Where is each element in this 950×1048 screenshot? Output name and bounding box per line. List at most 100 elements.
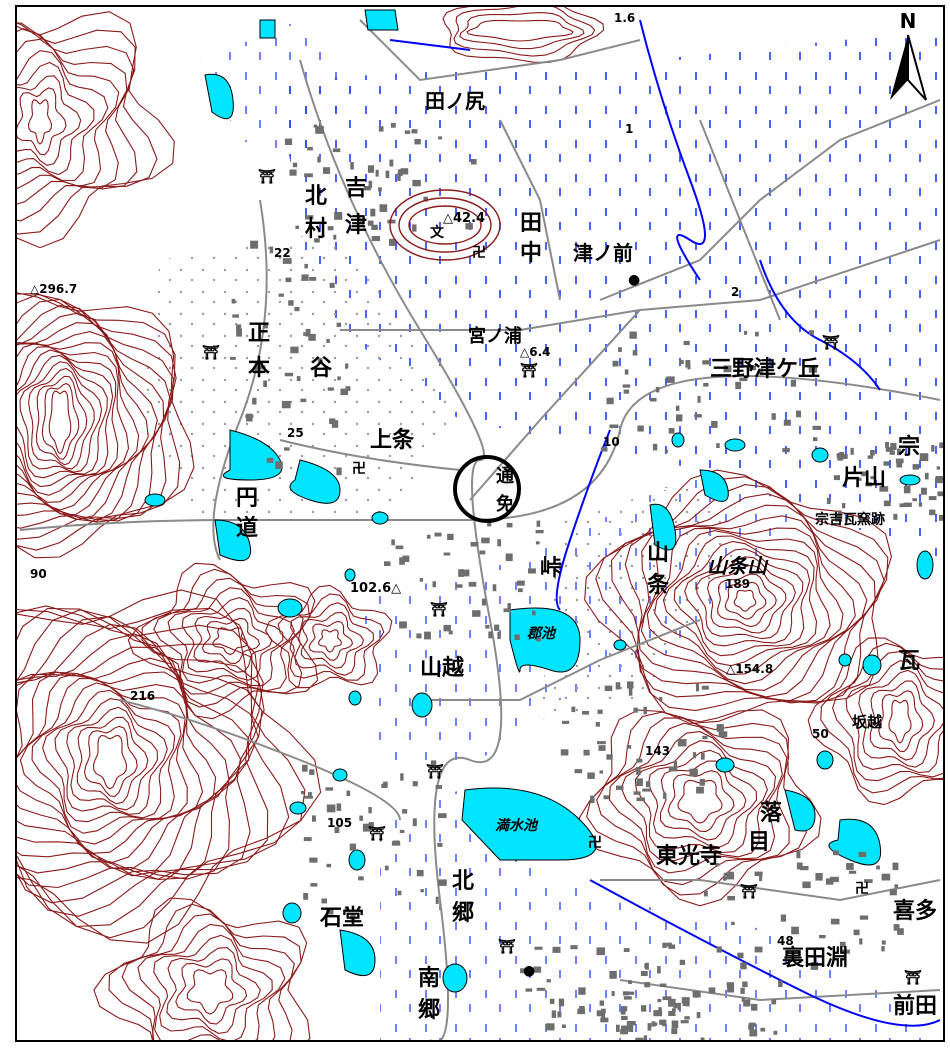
building — [621, 1015, 628, 1020]
label-munekata-kiln: 宗吉瓦窯跡 — [815, 511, 885, 528]
building — [331, 420, 339, 428]
contour-line — [19, 677, 188, 845]
contour-line — [820, 642, 944, 794]
temple-icon: 卍 — [352, 461, 366, 477]
building — [662, 942, 667, 948]
building — [702, 360, 710, 365]
label-katayama: 片山 — [842, 466, 886, 491]
building — [642, 788, 651, 792]
elev-6-4: △6.4 — [520, 345, 551, 359]
building — [597, 709, 603, 714]
building — [358, 876, 364, 881]
building — [402, 809, 408, 814]
building — [391, 539, 395, 546]
contour-line — [673, 540, 811, 657]
contour-line — [16, 331, 149, 516]
building — [609, 424, 619, 429]
contour-line — [608, 722, 783, 874]
building — [321, 898, 327, 904]
building — [326, 909, 334, 915]
building — [345, 386, 351, 391]
building — [326, 863, 332, 868]
building — [929, 509, 936, 516]
building — [317, 156, 321, 163]
building — [636, 767, 641, 775]
building — [643, 706, 647, 715]
label-tsunomae: 津ノ前 — [573, 241, 633, 265]
contour-line — [16, 322, 158, 521]
building — [903, 486, 911, 494]
contour-line — [16, 657, 230, 871]
building — [865, 482, 872, 487]
building — [412, 781, 418, 787]
building — [819, 935, 826, 939]
building — [627, 681, 634, 689]
building — [400, 168, 409, 175]
building — [754, 946, 763, 953]
building — [741, 997, 745, 1002]
building — [681, 997, 690, 1004]
contour-line — [290, 602, 374, 676]
label-ishido: 石堂 — [319, 906, 364, 931]
elev-1-6: 1.6 — [614, 11, 635, 25]
contour-line — [684, 548, 804, 647]
temple-icon: 卍 — [472, 245, 486, 261]
building — [748, 365, 757, 371]
label-kitaoota: 喜多 — [893, 898, 937, 924]
building — [702, 735, 708, 740]
contour-line — [300, 611, 365, 669]
building — [333, 234, 337, 240]
building — [390, 122, 396, 128]
elev-10: 10 — [603, 435, 620, 449]
contour-line — [807, 637, 944, 806]
building — [292, 162, 298, 168]
building — [659, 983, 667, 987]
building — [400, 773, 404, 781]
building — [718, 731, 728, 738]
shrine-icon: ⛩ — [426, 763, 444, 780]
building — [551, 1010, 557, 1018]
building — [626, 1021, 636, 1026]
building — [622, 384, 631, 388]
building — [685, 1003, 690, 1007]
building — [300, 398, 307, 403]
building — [663, 792, 667, 799]
building — [641, 1005, 647, 1012]
contour-line — [16, 50, 109, 182]
building — [621, 1025, 630, 1031]
building — [252, 397, 257, 405]
label-kitago-1: 北 — [452, 869, 474, 894]
building — [735, 381, 742, 390]
label-tanoshiri: 田ノ尻 — [425, 89, 485, 113]
contour-line — [596, 717, 790, 886]
building — [696, 786, 704, 794]
elev-154-8: △154.8 — [726, 662, 773, 676]
building — [310, 883, 318, 887]
label-maeda: 前田 — [893, 993, 937, 1019]
contour-line — [845, 660, 944, 774]
label-kitago-2: 郷 — [452, 901, 474, 926]
label-toge: 峠 — [540, 556, 562, 581]
building — [672, 1008, 676, 1012]
building — [737, 952, 744, 959]
building — [668, 428, 675, 434]
contour-line — [16, 298, 174, 529]
building — [668, 766, 678, 772]
building — [514, 634, 520, 640]
contour-line — [175, 958, 248, 1025]
building — [928, 496, 937, 501]
north-arrow: N — [890, 9, 927, 101]
building — [622, 991, 629, 996]
building — [885, 447, 893, 452]
building — [340, 388, 349, 396]
building — [839, 941, 846, 948]
elev-216: 216 — [130, 689, 155, 703]
building — [708, 987, 716, 994]
building — [616, 1024, 620, 1032]
building — [596, 947, 605, 956]
elev-105: 105 — [327, 816, 352, 830]
building — [924, 472, 929, 480]
building — [558, 998, 565, 1007]
shrine-icon: ⛩ — [822, 334, 840, 351]
contour-line — [16, 346, 119, 496]
